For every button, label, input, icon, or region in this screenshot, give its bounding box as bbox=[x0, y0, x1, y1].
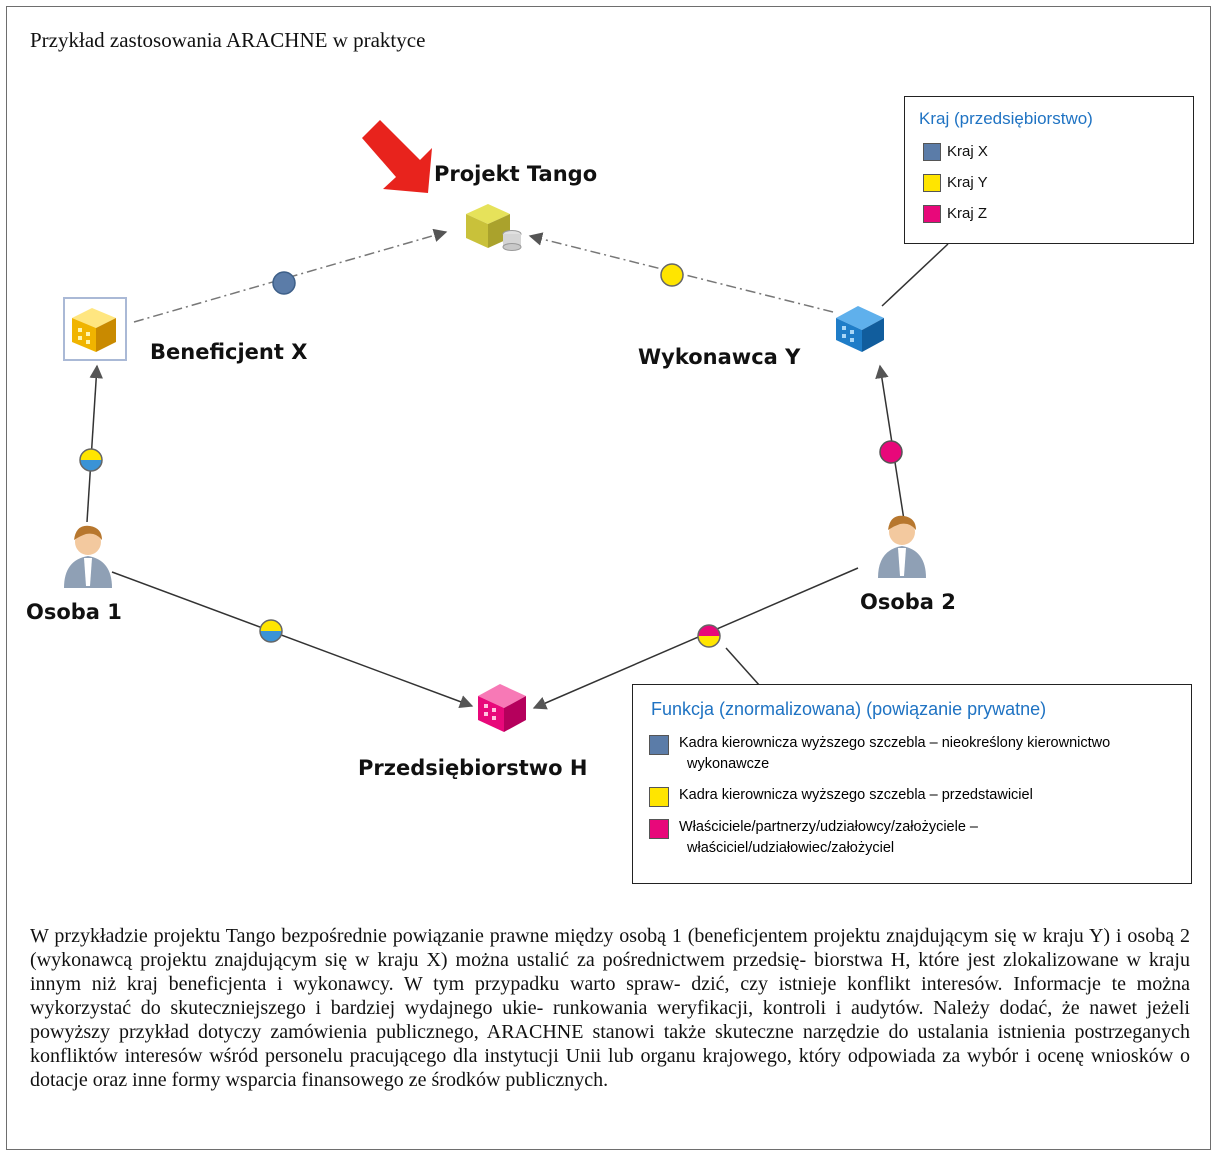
node-label-project: Projekt Tango bbox=[434, 162, 598, 186]
country-legend-item: Kraj Y bbox=[923, 174, 988, 192]
relation-dot-magenta bbox=[879, 440, 903, 464]
company-icon-company-h bbox=[478, 684, 526, 732]
node-label-company-h: Przedsiębiorstwo H bbox=[358, 756, 588, 780]
network-diagram bbox=[63, 120, 949, 732]
link-person1-beneficiary bbox=[86, 364, 103, 523]
red-pointer-arrow bbox=[362, 120, 432, 193]
country-legend-title: Kraj (przedsiębiorstwo) bbox=[919, 109, 1093, 128]
person-icon-osoba-1 bbox=[64, 525, 112, 588]
explanation-paragraph: W przykładzie projektu Tango bezpośredni… bbox=[30, 925, 1190, 1091]
link-person1-companyh bbox=[111, 571, 474, 709]
project-icon bbox=[466, 204, 522, 251]
function-legend-label: Kadra kierownicza wyższego szczebla – pr… bbox=[679, 787, 1033, 803]
country-legend-label: Kraj Z bbox=[947, 205, 988, 222]
company-icon-beneficiary bbox=[63, 297, 127, 361]
link-contractor-project bbox=[528, 232, 834, 313]
blue-swatch bbox=[649, 735, 669, 755]
magenta-swatch bbox=[923, 205, 941, 223]
company-icon-contractor bbox=[836, 306, 884, 352]
function-legend: Funkcja (znormalizowana) (powiązanie pry… bbox=[632, 684, 1192, 884]
country-legend-item: Kraj Z bbox=[923, 205, 987, 223]
country-legend: Kraj (przedsiębiorstwo) Kraj X Kraj Y Kr… bbox=[904, 96, 1194, 244]
node-label-person-2: Osoba 2 bbox=[860, 590, 956, 614]
yellow-swatch bbox=[649, 787, 669, 807]
function-legend-label: Kadra kierownicza wyższego szczebla – ni… bbox=[679, 735, 1111, 751]
figure-caption: Przykład zastosowania ARACHNE w praktyce bbox=[30, 28, 426, 52]
person-icon-osoba-2 bbox=[878, 515, 926, 578]
relation-dot-yellow-blue-2 bbox=[259, 619, 283, 643]
function-legend-label: Właściciele/partnerzy/udziałowcy/założyc… bbox=[679, 819, 978, 835]
function-legend-label-cont: wykonawcze bbox=[687, 756, 770, 772]
relation-dot-magenta-yellow bbox=[697, 624, 721, 648]
link-person2-companyh bbox=[532, 567, 859, 710]
node-label-beneficiary: Beneficjent X bbox=[150, 340, 308, 364]
node-label-contractor: Wykonawca Y bbox=[638, 345, 801, 369]
function-legend-title: Funkcja (znormalizowana) (powiązanie pry… bbox=[651, 699, 1047, 719]
function-legend-label-cont: właściciel/udziałowiec/założyciel bbox=[687, 840, 895, 856]
blue-swatch bbox=[923, 143, 941, 161]
country-legend-label: Kraj X bbox=[947, 143, 988, 160]
yellow-swatch bbox=[923, 174, 941, 192]
callout-function-legend bbox=[725, 647, 761, 687]
node-label-person-1: Osoba 1 bbox=[26, 600, 122, 624]
country-legend-item: Kraj X bbox=[923, 143, 988, 161]
relation-dot-yellow-blue-1 bbox=[79, 448, 103, 472]
relation-dot-yellow bbox=[660, 263, 684, 287]
callout-country-legend bbox=[881, 243, 949, 307]
relation-dot-blue bbox=[272, 271, 296, 295]
country-legend-label: Kraj Y bbox=[947, 174, 988, 191]
magenta-swatch bbox=[649, 819, 669, 839]
